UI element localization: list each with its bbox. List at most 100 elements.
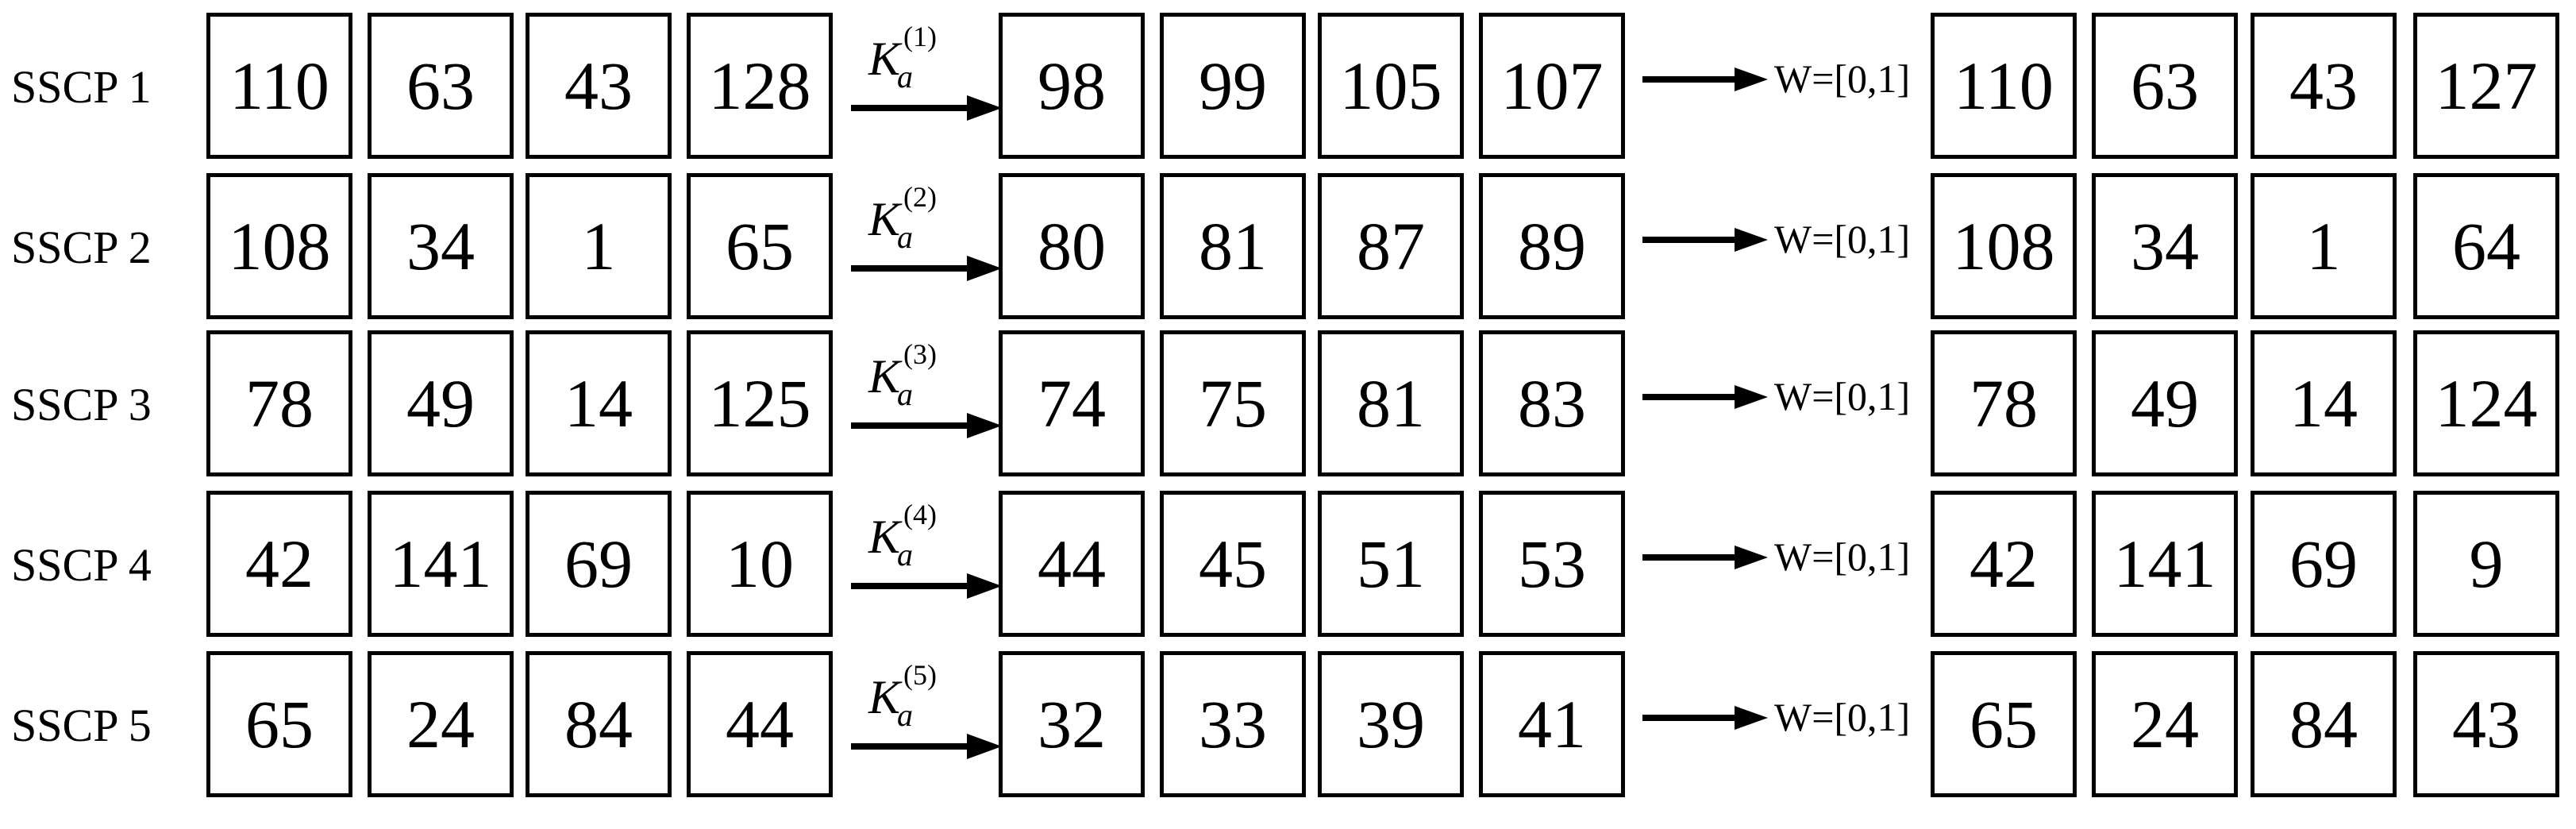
output-cell: 1 <box>2251 173 2397 319</box>
k-subscript: a <box>897 537 913 573</box>
input-cell: 128 <box>687 13 833 159</box>
input-cell: 63 <box>368 13 514 159</box>
input-cell: 110 <box>206 13 352 159</box>
input-cell: 43 <box>526 13 672 159</box>
weight-label: W=[0,1] <box>1774 217 1911 261</box>
mid-cell: 99 <box>1160 13 1306 159</box>
mid-cell: 51 <box>1318 491 1464 637</box>
k-index: (3) <box>903 338 937 370</box>
mid-cell: 74 <box>999 330 1145 476</box>
mid-cell: 105 <box>1318 13 1464 159</box>
k-index: (5) <box>903 659 937 691</box>
mid-cell: 33 <box>1160 651 1306 797</box>
k-index: (2) <box>903 181 937 213</box>
output-cell: 43 <box>2413 651 2559 797</box>
output-cell: 127 <box>2413 13 2559 159</box>
k-index: (1) <box>903 21 937 52</box>
weight-label: W=[0,1] <box>1774 534 1911 579</box>
input-cell: 42 <box>206 491 352 637</box>
mid-cell: 81 <box>1318 330 1464 476</box>
output-cell: 43 <box>2251 13 2397 159</box>
output-cell: 124 <box>2413 330 2559 476</box>
output-cell: 78 <box>1931 330 2077 476</box>
k-subscript: a <box>897 219 913 255</box>
mid-cell: 87 <box>1318 173 1464 319</box>
input-cell: 65 <box>206 651 352 797</box>
k-symbol: K <box>868 671 903 723</box>
output-cell: 34 <box>2092 173 2238 319</box>
k-subscript: a <box>897 59 913 94</box>
input-cell: 125 <box>687 330 833 476</box>
input-cell: 84 <box>526 651 672 797</box>
row-label: SSCP 2 <box>11 222 152 273</box>
output-cell: 108 <box>1931 173 2077 319</box>
output-cell: 63 <box>2092 13 2238 159</box>
input-cell: 141 <box>368 491 514 637</box>
mid-cell: 81 <box>1160 173 1306 319</box>
output-cell: 65 <box>1931 651 2077 797</box>
mid-cell: 75 <box>1160 330 1306 476</box>
output-cell: 69 <box>2251 491 2397 637</box>
input-cell: 44 <box>687 651 833 797</box>
output-cell: 84 <box>2251 651 2397 797</box>
weight-arrow: W=[0,1] <box>1639 327 1925 483</box>
weight-label: W=[0,1] <box>1774 695 1911 739</box>
mid-cell: 107 <box>1479 13 1625 159</box>
input-cell: 14 <box>526 330 672 476</box>
output-cell: 9 <box>2413 491 2559 637</box>
output-cell: 14 <box>2251 330 2397 476</box>
row-label: SSCP 4 <box>11 539 152 591</box>
mid-cell: 89 <box>1479 173 1625 319</box>
input-cell: 24 <box>368 651 514 797</box>
k-symbol: K <box>868 350 903 403</box>
row-label: SSCP 1 <box>11 61 152 113</box>
input-cell: 34 <box>368 173 514 319</box>
mid-cell: 83 <box>1479 330 1625 476</box>
mid-cell: 45 <box>1160 491 1306 637</box>
k-subscript: a <box>897 697 913 733</box>
k-subscript: a <box>897 376 913 412</box>
output-cell: 64 <box>2413 173 2559 319</box>
mid-cell: 32 <box>999 651 1145 797</box>
input-cell: 49 <box>368 330 514 476</box>
row-label: SSCP 5 <box>11 700 152 751</box>
mid-cell: 39 <box>1318 651 1464 797</box>
k-symbol: K <box>868 193 903 245</box>
k-symbol: K <box>868 33 903 85</box>
output-cell: 110 <box>1931 13 2077 159</box>
mid-cell: 44 <box>999 491 1145 637</box>
input-cell: 10 <box>687 491 833 637</box>
mid-cell: 98 <box>999 13 1145 159</box>
output-cell: 141 <box>2092 491 2238 637</box>
input-cell: 65 <box>687 173 833 319</box>
weight-arrow: W=[0,1] <box>1639 488 1925 643</box>
k-index: (4) <box>903 499 937 530</box>
k-symbol: K <box>868 511 903 563</box>
mid-cell: 41 <box>1479 651 1625 797</box>
weight-arrow: W=[0,1] <box>1639 648 1925 804</box>
input-cell: 69 <box>526 491 672 637</box>
input-cell: 108 <box>206 173 352 319</box>
weight-arrow: W=[0,1] <box>1639 170 1925 326</box>
output-cell: 49 <box>2092 330 2238 476</box>
output-cell: 24 <box>2092 651 2238 797</box>
weight-label: W=[0,1] <box>1774 56 1911 101</box>
output-cell: 42 <box>1931 491 2077 637</box>
mid-cell: 53 <box>1479 491 1625 637</box>
mid-cell: 80 <box>999 173 1145 319</box>
row-label: SSCP 3 <box>11 379 152 430</box>
weight-arrow: W=[0,1] <box>1639 10 1925 165</box>
input-cell: 1 <box>526 173 672 319</box>
weight-label: W=[0,1] <box>1774 374 1911 418</box>
input-cell: 78 <box>206 330 352 476</box>
